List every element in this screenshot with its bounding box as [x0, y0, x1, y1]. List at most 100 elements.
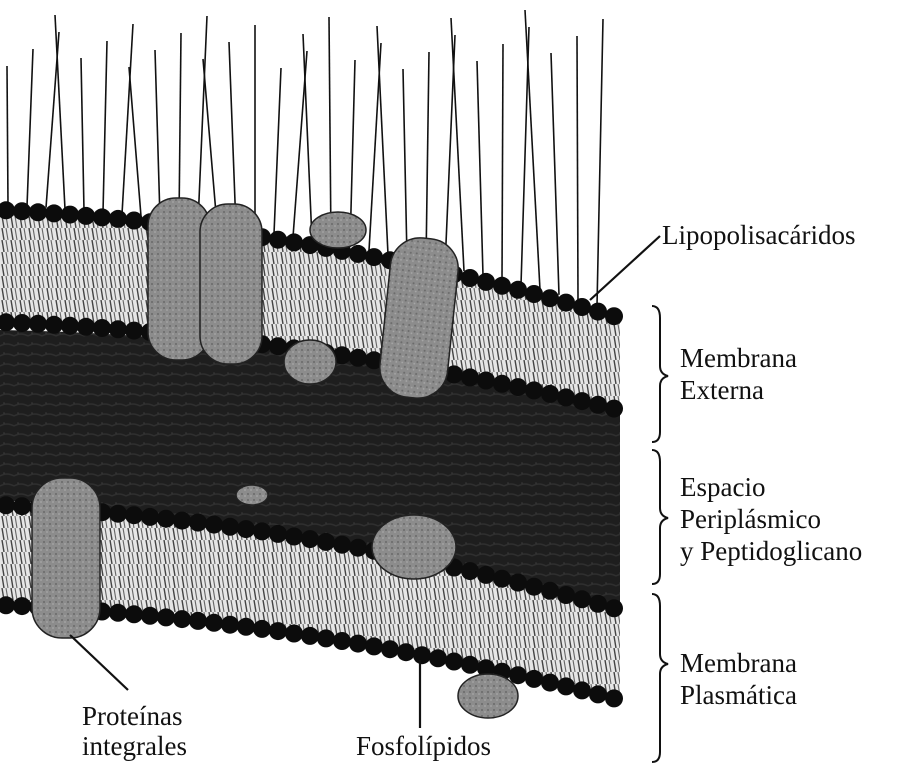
phospholipid-head — [173, 512, 191, 530]
phospholipid-head — [61, 317, 79, 335]
periplasmic-protein — [236, 485, 268, 505]
phospholipid-head — [29, 203, 47, 221]
phospholipid-head — [29, 315, 47, 333]
phospholipid-head — [125, 506, 143, 524]
lps-chain — [577, 36, 578, 300]
outer-membrane-porin-right — [200, 204, 262, 364]
phospholipid-head — [557, 677, 575, 695]
phospholipid-head — [269, 337, 287, 355]
phospholipid-head — [573, 298, 591, 316]
phospholipid-head — [493, 375, 511, 393]
phospholipid-head — [13, 202, 31, 220]
lps-chain — [179, 33, 181, 221]
lps-chain — [502, 44, 503, 280]
phospholipid-head — [221, 518, 239, 536]
phospholipid-head — [461, 269, 479, 287]
lps-leader-line — [590, 236, 660, 300]
phospholipid-head — [525, 670, 543, 688]
lps-chain — [27, 49, 33, 207]
lps-chain — [129, 67, 141, 216]
phospholipid-head — [189, 612, 207, 630]
phospholipid-head — [525, 578, 543, 596]
lps-chain — [303, 34, 312, 240]
phospholipid-head — [109, 320, 127, 338]
phospholipid-head — [13, 314, 31, 332]
phospholipid-head — [141, 607, 159, 625]
lps-chain — [7, 66, 8, 205]
plasma-membrane-brace — [652, 594, 668, 762]
phospholipid-head — [477, 566, 495, 584]
lps-chain — [103, 41, 107, 212]
label-periplasm-line-3: y Peptidoglicano — [680, 535, 862, 567]
phospholipid-head — [333, 632, 351, 650]
phospholipid-head — [461, 656, 479, 674]
plasma-membrane-integral-protein — [32, 478, 100, 638]
phospholipid-head — [525, 285, 543, 303]
lps-chain — [477, 61, 483, 276]
phospholipid-head — [365, 248, 383, 266]
phospholipid-head — [349, 539, 367, 557]
phospholipid-head — [557, 586, 575, 604]
phospholipid-head — [125, 212, 143, 230]
phospholipid-head — [349, 245, 367, 263]
phospholipid-head — [493, 570, 511, 588]
phospholipid-head — [477, 273, 495, 291]
lps-chain — [377, 26, 388, 254]
outer-membrane-peripheral-protein — [310, 212, 366, 248]
phospholipid-head — [141, 508, 159, 526]
outer-membrane-inner-protein — [284, 340, 336, 384]
phospholipid-head — [157, 510, 175, 528]
phospholipid-head — [541, 674, 559, 692]
phospholipid-head — [605, 599, 623, 617]
phospholipid-head — [333, 536, 351, 554]
phospholipid-head — [205, 614, 223, 632]
phospholipid-head — [173, 610, 191, 628]
phospholipid-head — [253, 620, 271, 638]
phospholipid-head — [541, 385, 559, 403]
phospholipid-head — [477, 372, 495, 390]
lps-chain — [403, 69, 407, 258]
phospholipid-head — [189, 514, 207, 532]
phospholipid-head — [77, 207, 95, 225]
phospholipid-head — [61, 206, 79, 224]
periplasm-brace — [652, 450, 668, 584]
phospholipid-head — [589, 303, 607, 321]
label-plasma-membrane-line-2: Plasmática — [680, 679, 797, 711]
phospholipid-head — [317, 629, 335, 647]
lps-chain — [329, 17, 331, 244]
phospholipid-head — [253, 522, 271, 540]
lps-chain — [274, 68, 281, 234]
phospholipid-head — [445, 653, 463, 671]
phospholipid-head — [589, 685, 607, 703]
plasma-membrane-peripheral-protein — [372, 515, 456, 579]
phospholipid-head — [77, 318, 95, 336]
phospholipid-head — [285, 625, 303, 643]
lps-chain — [525, 10, 540, 290]
region-brackets — [652, 306, 668, 762]
lps-chain — [229, 42, 236, 228]
phospholipid-head — [509, 378, 527, 396]
phospholipid-head — [205, 516, 223, 534]
phospholipid-head — [509, 281, 527, 299]
phospholipid-head — [589, 595, 607, 613]
phospholipid-head — [349, 635, 367, 653]
phospholipid-head — [285, 528, 303, 546]
phospholipid-head — [557, 388, 575, 406]
phospholipid-head — [605, 400, 623, 418]
phospholipid-head — [269, 525, 287, 543]
phospholipid-head — [269, 622, 287, 640]
phospholipid-head — [109, 210, 127, 228]
phospholipid-head — [605, 307, 623, 325]
phospholipid-head — [429, 649, 447, 667]
phospholipid-head — [301, 530, 319, 548]
phospholipid-head — [493, 277, 511, 295]
phospholipid-head — [157, 608, 175, 626]
lps-chain — [198, 16, 207, 223]
label-integral-proteins-line-1: Proteínas — [82, 700, 183, 732]
lps-chain — [551, 53, 559, 295]
label-phospholipids: Fosfolípidos — [356, 730, 491, 762]
phospholipid-head — [13, 497, 31, 515]
phospholipid-head — [461, 562, 479, 580]
lps-chain — [203, 59, 217, 225]
phospholipid-head — [13, 597, 31, 615]
